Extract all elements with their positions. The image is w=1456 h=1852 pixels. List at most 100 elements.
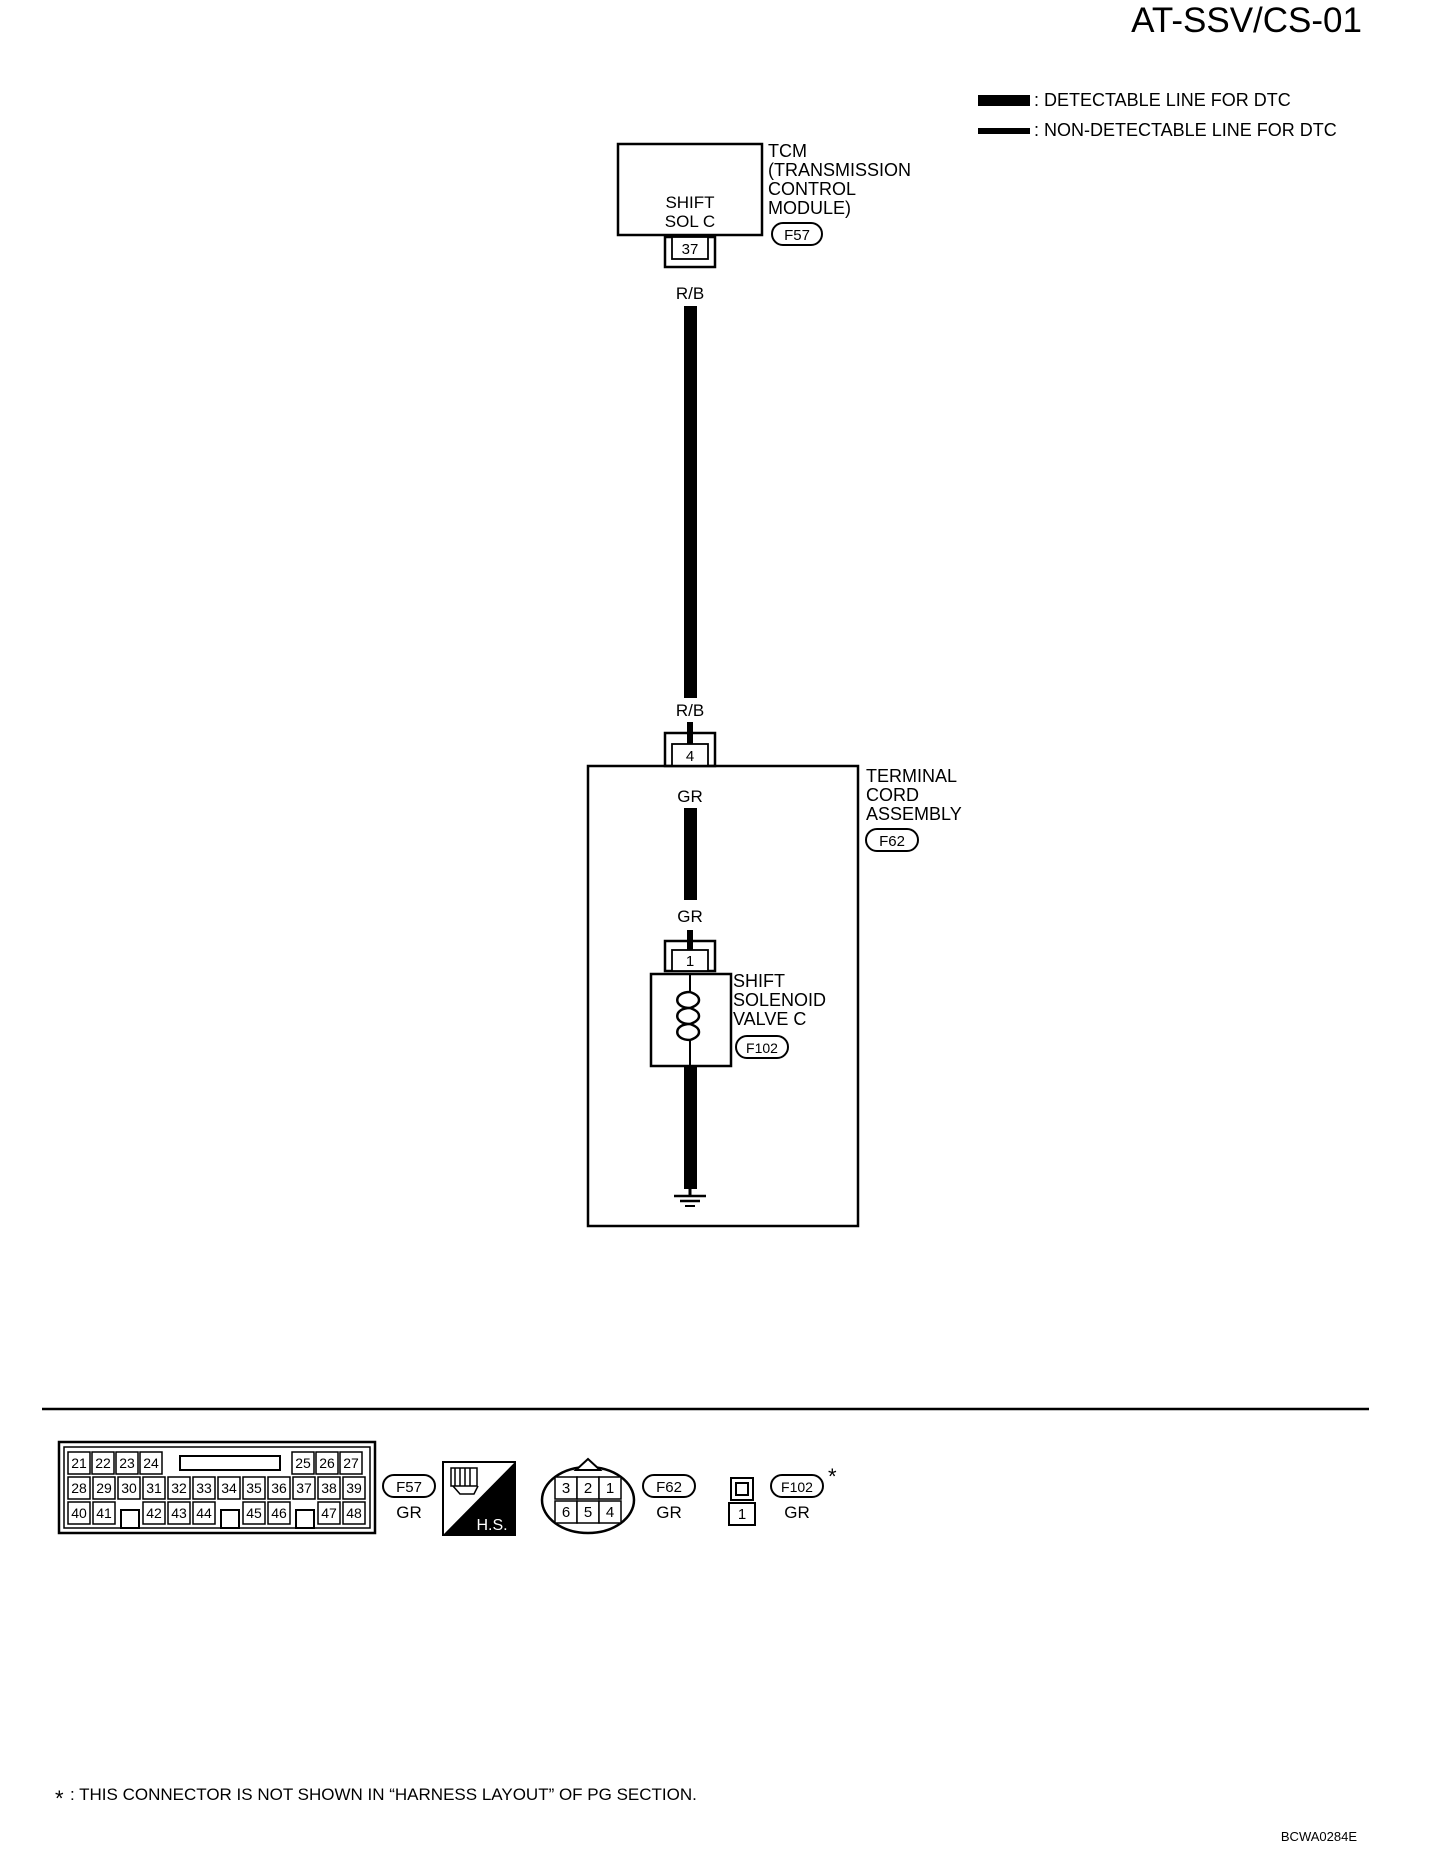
shift-solenoid-valve	[649, 972, 733, 1068]
f57-pin: 40	[71, 1505, 87, 1521]
terminal-cord-label-2: CORD	[866, 785, 919, 805]
f57-pin: 24	[143, 1455, 159, 1471]
f62-pin: 3	[562, 1480, 570, 1497]
f57-pin: 41	[96, 1505, 112, 1521]
legend-non-detectable-label: : NON-DETECTABLE LINE FOR DTC	[1034, 120, 1337, 140]
hs-connector-view-icon: H.S.	[442, 1461, 516, 1536]
f57-pin: 42	[146, 1505, 162, 1521]
f57-pin: 34	[221, 1480, 237, 1496]
f57-pin: 29	[96, 1480, 112, 1496]
terminal-cord-box	[586, 764, 860, 1228]
solenoid-pin-connector: 1	[663, 930, 717, 973]
terminal-cord-pin-number: 4	[686, 748, 694, 765]
f102-connector-face: 1 F102 * GR	[728, 1464, 837, 1526]
f57-pin: 36	[271, 1480, 287, 1496]
tcm-label-4: MODULE)	[768, 198, 851, 218]
f57-pin: 44	[196, 1505, 212, 1521]
f102-pin: 1	[738, 1506, 746, 1523]
f102-id-label: F102	[781, 1479, 813, 1495]
f62-connector-badge	[865, 828, 919, 852]
f57-pin: 23	[119, 1455, 135, 1471]
f57-pin: 39	[346, 1480, 362, 1496]
f62-color-label: GR	[656, 1503, 682, 1522]
f102-footnote-mark: *	[828, 1464, 837, 1489]
tcm-label-3: CONTROL	[768, 179, 856, 199]
tcm-label-1: TCM	[768, 141, 807, 161]
detectable-line-swatch	[978, 95, 1030, 106]
f57-connector-badge	[771, 222, 823, 246]
f102-color-label: GR	[784, 1503, 810, 1522]
f57-color-label: GR	[396, 1503, 422, 1522]
solenoid-label-2: SOLENOID	[733, 990, 826, 1010]
f62-id-badge	[642, 1474, 696, 1498]
footnote-star: *	[55, 1786, 64, 1811]
f62-pin: 2	[584, 1480, 592, 1497]
f57-pin: 27	[343, 1455, 359, 1471]
f62-id-label: F62	[656, 1479, 682, 1496]
f57-pin: 32	[171, 1480, 187, 1496]
wire-color-bottom: R/B	[676, 701, 704, 720]
solenoid-label-3: VALVE C	[733, 1009, 806, 1029]
inner-wire-color-bottom: GR	[677, 907, 703, 926]
f57-pin: 47	[321, 1505, 337, 1521]
f57-key-notch	[220, 1509, 240, 1529]
solenoid-coil-icon	[676, 990, 691, 1042]
f57-pin: 37	[296, 1480, 312, 1496]
tcm-inner-label-2: SOL C	[665, 212, 715, 231]
solenoid-pin-number: 1	[686, 953, 694, 970]
legend-detectable-label: : DETECTABLE LINE FOR DTC	[1034, 90, 1291, 110]
solenoid-label-1: SHIFT	[733, 971, 785, 991]
f62-pin: 4	[606, 1504, 614, 1521]
detectable-wire-tcm	[684, 306, 697, 698]
f57-pin: 38	[321, 1480, 337, 1496]
inner-wire-color-top: GR	[677, 787, 703, 806]
f57-pin: 33	[196, 1480, 212, 1496]
page-title: AT-SSV/CS-01	[1131, 1, 1362, 40]
detectable-wire-inner	[684, 808, 697, 900]
non-detectable-line-swatch	[978, 128, 1030, 134]
f57-pin: 46	[271, 1505, 287, 1521]
hs-label: H.S.	[476, 1517, 507, 1534]
terminal-cord-label-3: ASSEMBLY	[866, 804, 962, 824]
f57-connector-face: 21 22 23 24 25 26 27 28 29 30 31 32	[57, 1440, 436, 1535]
f57-pin: 43	[171, 1505, 187, 1521]
tcm-label-2: (TRANSMISSION	[768, 160, 911, 180]
detectable-wire-ground	[684, 1066, 697, 1189]
f57-id-label: F57	[396, 1479, 422, 1496]
legend: : DETECTABLE LINE FOR DTC : NON-DETECTAB…	[978, 90, 1337, 140]
f57-pin: 21	[71, 1455, 87, 1471]
f57-pin: 28	[71, 1480, 87, 1496]
f57-pin: 30	[121, 1480, 137, 1496]
f57-pin: 25	[295, 1455, 311, 1471]
terminal-cord-label-1: TERMINAL	[866, 766, 957, 786]
tcm-box	[616, 142, 764, 237]
tcm-inner-label-1: SHIFT	[665, 193, 714, 212]
f57-pin: 48	[346, 1505, 362, 1521]
terminal-cord-pin-connector: 4	[663, 722, 717, 768]
f102-connector-badge	[735, 1035, 789, 1059]
f57-pin: 22	[95, 1455, 111, 1471]
f102-id-badge	[770, 1474, 824, 1498]
f57-key-notch	[295, 1509, 315, 1529]
f62-pin: 6	[562, 1504, 570, 1521]
f102-connector-label: F102	[746, 1040, 778, 1056]
f62-pin: 1	[606, 1480, 614, 1497]
ground-icon	[674, 1189, 706, 1207]
tcm-module: SHIFT SOL C TCM (TRANSMISSION CONTROL MO…	[616, 141, 911, 246]
f62-connector-face: 3 2 1 6 5 4 F62 GR	[540, 1457, 696, 1535]
footnote-text: : THIS CONNECTOR IS NOT SHOWN IN “HARNES…	[70, 1785, 697, 1804]
f57-pin: 31	[146, 1480, 162, 1496]
f57-id-badge	[382, 1474, 436, 1498]
wire-color-top: R/B	[676, 284, 704, 303]
tcm-pin-number: 37	[682, 241, 699, 258]
f57-pin: 26	[319, 1455, 335, 1471]
diagram-code: BCWA0284E	[1281, 1829, 1357, 1844]
f62-pin: 5	[584, 1504, 592, 1521]
f57-pin: 45	[246, 1505, 262, 1521]
f57-lock-slot	[179, 1455, 281, 1471]
f57-connector-label: F57	[784, 227, 810, 244]
tcm-pin-connector: 37	[663, 235, 717, 269]
f62-connector-label: F62	[879, 833, 905, 850]
f57-key-notch	[120, 1509, 140, 1529]
